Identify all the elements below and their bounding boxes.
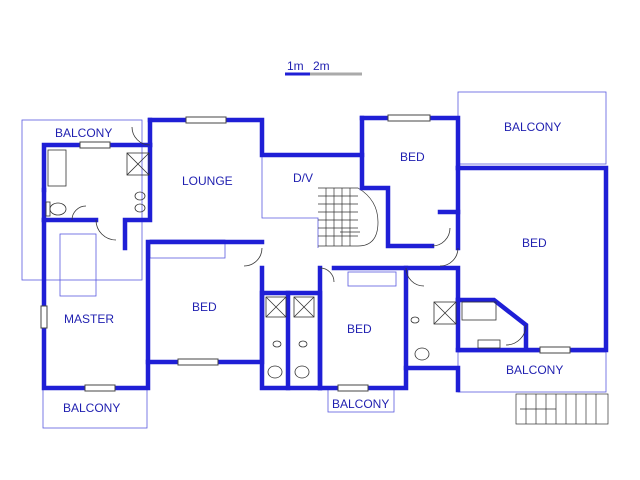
walls: [41, 115, 609, 393]
scale-1m: 1m: [287, 59, 304, 73]
label-balcony-top-right: BALCONY: [504, 120, 561, 134]
label-dv: D/V: [293, 171, 313, 185]
external-stairs: [515, 393, 609, 425]
staircase: [318, 187, 379, 247]
label-balcony-bottom-right: BALCONY: [506, 363, 563, 377]
windows: [40, 114, 571, 392]
label-balcony-bottom-left: BALCONY: [63, 401, 120, 415]
bathroom-fixtures: [45, 149, 501, 379]
doors: [71, 126, 527, 346]
label-bed-top: BED: [400, 150, 425, 164]
label-bed-center: BED: [347, 322, 372, 336]
label-lounge: LOUNGE: [182, 174, 233, 188]
label-master: MASTER: [64, 312, 114, 326]
scale-bar: 1m 2m: [285, 59, 362, 76]
label-balcony-top-left: BALCONY: [55, 126, 112, 140]
label-balcony-bottom-center: BALCONY: [332, 397, 389, 411]
label-bed-middle: BED: [192, 300, 217, 314]
label-bed-right: BED: [522, 236, 547, 250]
room-labels: BALCONY LOUNGE D/V BED BALCONY BED MASTE…: [55, 120, 563, 415]
scale-2m: 2m: [313, 59, 330, 73]
